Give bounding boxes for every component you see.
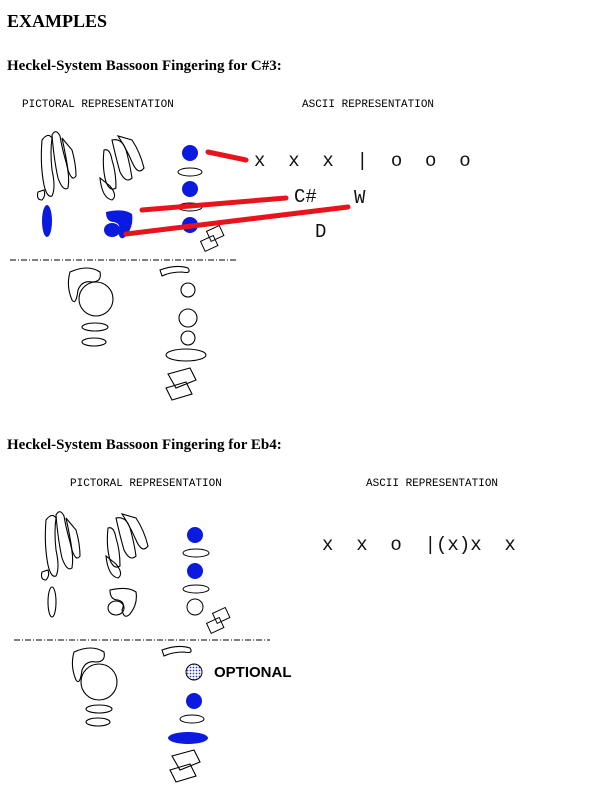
eb4-left-thumb-keys [40, 511, 149, 618]
highlight-line-1 [205, 149, 249, 163]
eb4-rh-thumb-key-2 [80, 663, 118, 701]
wing-key-1 [102, 149, 117, 190]
highlight-line-2 [139, 195, 289, 213]
eb4-rh-thumb-key-4 [85, 717, 111, 727]
rh-thumb-key-1 [67, 267, 101, 303]
eb4-rh-pinky-keys [169, 749, 201, 783]
whisper-key-pressed [42, 205, 52, 237]
rh-key-low [165, 348, 207, 362]
eb4-right-thumb-keys [71, 645, 192, 727]
rh-top-key [159, 265, 190, 277]
rh-hole-2 [178, 308, 198, 328]
thumb-key-4 [36, 189, 46, 201]
highlight-line-3 [123, 204, 351, 237]
eb4-rh-pinky-key-1 [171, 749, 201, 771]
eb4-lh-hole-3-open [186, 598, 204, 616]
annotation-c-sharp: C# [294, 186, 317, 208]
lh-pinky-keys [199, 224, 225, 253]
rh-pinky-key-1 [167, 367, 197, 389]
left-thumb-keys [36, 131, 77, 201]
rh-thumb-key-4 [81, 337, 107, 347]
optional-label: OPTIONAL [214, 664, 292, 681]
eb4-lh-key-1 [182, 548, 210, 558]
rh-thumb-key-2 [78, 281, 114, 317]
eb4-optional-key [185, 663, 203, 681]
rh-thumb-key-3 [81, 322, 109, 332]
eb4-wing-key-3 [120, 513, 149, 550]
annotation-d: D [315, 221, 327, 243]
thumb-key-1 [40, 134, 55, 197]
example-2-title: Heckel-System Bassoon Fingering for Eb4: [7, 437, 282, 453]
example-1-ascii-fingering: x x x | o o o [254, 150, 471, 172]
eb4-wing-key-4 [105, 554, 122, 579]
rh-pinky-key-2 [165, 381, 193, 401]
eb4-d-key-open [107, 600, 125, 616]
pinky-key-2 [199, 234, 219, 253]
rh-hole-3 [180, 330, 196, 346]
eb4-rh-top-key [161, 645, 192, 657]
example-2-ascii-label: ASCII REPRESENTATION [366, 478, 499, 490]
example-2-fingering-diagram [14, 511, 270, 783]
wing-keys [99, 135, 145, 201]
pinky-key-1 [205, 224, 225, 243]
eb4-pinky-key-2 [205, 616, 225, 635]
lh-hole-2-closed [182, 181, 198, 197]
eb4-rh-pinky-key-2 [169, 763, 197, 783]
eb4-thumb-key-2 [55, 511, 74, 570]
right-thumb-keys [67, 265, 207, 401]
d-key-pressed [104, 223, 120, 237]
example-1-fingering-diagram [10, 131, 351, 401]
eb4-pinky-key-1 [211, 606, 231, 625]
rh-hole-1 [180, 282, 196, 298]
annotation-w: W [354, 187, 366, 209]
eb4-rh-key-low-closed [168, 732, 208, 744]
eb4-lh-key-2 [182, 584, 210, 594]
c-sharp-key-pressed [106, 210, 133, 239]
eb4-rh-key-mid [179, 714, 205, 724]
page-heading: EXAMPLES [7, 11, 108, 31]
thumb-key-3 [61, 137, 77, 179]
example-2-ascii-fingering: x x o |(x)x x [322, 534, 516, 556]
eb4-rh-thumb-key-1 [71, 647, 105, 683]
example-1-title: Heckel-System Bassoon Fingering for C#3: [7, 58, 282, 74]
eb4-rh-thumb-key-3 [85, 704, 113, 714]
eb4-lh-hole-2-closed [187, 563, 203, 579]
example-2-pictoral-label: PICTORAL REPRESENTATION [70, 478, 222, 490]
lh-hole-1-closed [182, 145, 198, 161]
eb4-thumb-key-3 [65, 517, 81, 559]
highlight-lines [123, 149, 351, 237]
eb4-whisper-key-open [47, 586, 57, 618]
example-1-ascii-label: ASCII REPRESENTATION [302, 99, 435, 111]
eb4-wing-key-1 [106, 527, 121, 568]
eb4-thumb-key-4 [40, 569, 50, 581]
wing-key-4 [99, 176, 116, 201]
eb4-lh-pinky-keys [205, 606, 231, 635]
wing-key-3 [116, 135, 145, 172]
thumb-key-2 [51, 131, 70, 190]
eb4-c-sharp-key-open [109, 587, 137, 617]
lh-key-1 [177, 167, 203, 177]
example-1-pictoral-label: PICTORAL REPRESENTATION [22, 99, 174, 111]
eb4-rh-hole-1-closed [186, 693, 202, 709]
eb4-lh-hole-1-closed [187, 527, 203, 543]
eb4-thumb-key-1 [44, 514, 59, 577]
